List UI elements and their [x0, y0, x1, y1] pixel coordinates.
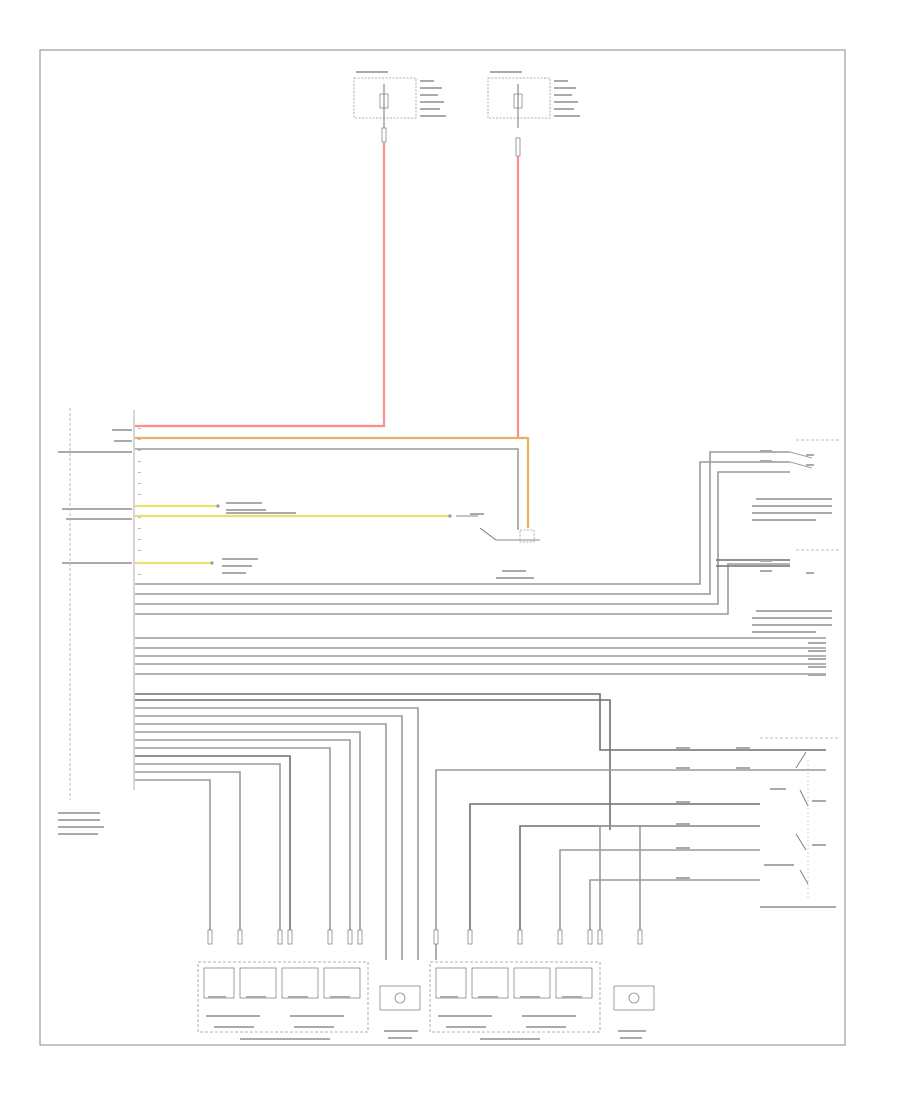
wire-bus-upper [135, 451, 826, 675]
diagram-border [39, 49, 846, 1046]
connector-pin [381, 127, 387, 143]
fuse-block-right [487, 71, 580, 128]
wire-bus-lower [135, 693, 826, 960]
red-power-wire [135, 142, 386, 428]
motor-connector-pins [207, 929, 643, 945]
bolster-solenoids [429, 961, 601, 1040]
seat-adjustment-switch [676, 737, 840, 908]
lumbar-switch-lower [752, 549, 840, 676]
gray-wire [135, 448, 519, 530]
lumbar-switch-upper [752, 439, 840, 521]
orange-ignition-wire [135, 436, 530, 528]
door-switch [456, 513, 540, 579]
bolster-pump-motor [613, 985, 655, 1039]
lumbar-pump-motor [379, 985, 421, 1039]
wire-bus-right [435, 769, 826, 960]
connector-pin [515, 137, 521, 157]
fuse-block-left [353, 71, 446, 128]
lumbar-solenoids [197, 961, 369, 1040]
seat-memory-module [58, 408, 141, 835]
